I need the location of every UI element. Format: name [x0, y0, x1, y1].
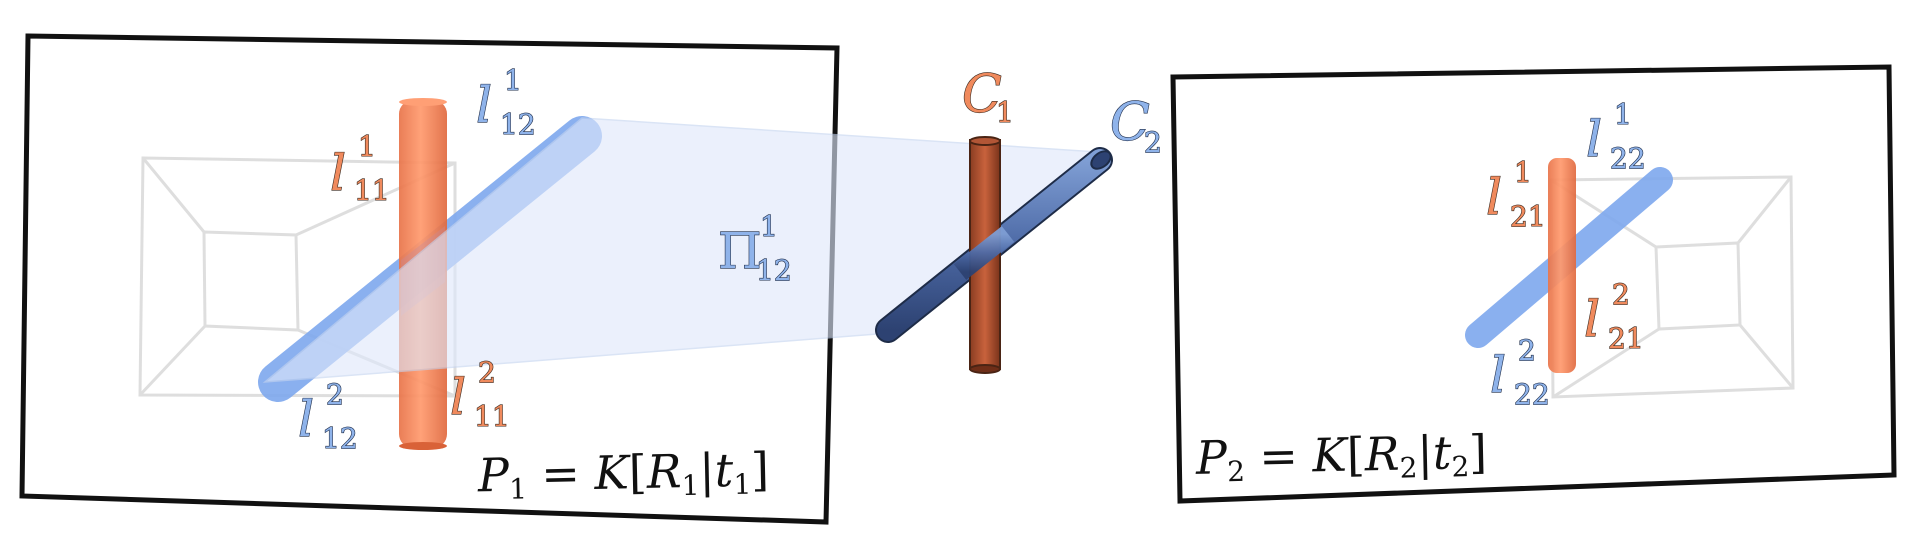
- svg-text:l: l: [298, 390, 314, 448]
- svg-text:12: 12: [756, 254, 792, 287]
- svg-text:2: 2: [478, 356, 496, 389]
- svg-text:2: 2: [1518, 334, 1536, 367]
- svg-text:1: 1: [1614, 98, 1632, 131]
- svg-text:21: 21: [1510, 200, 1546, 233]
- line-segment-l21: [1548, 158, 1576, 373]
- svg-text:1: 1: [1514, 156, 1532, 189]
- label-c2: C 2: [1109, 92, 1162, 159]
- svg-text:Π: Π: [718, 222, 762, 280]
- svg-text:l: l: [1490, 346, 1506, 404]
- space-line-c2-front: [953, 226, 1015, 280]
- label-l12-1: l 1 12: [475, 63, 536, 141]
- svg-text:l: l: [330, 144, 346, 202]
- svg-text:12: 12: [500, 108, 536, 141]
- label-l11-2: l 2 11: [449, 355, 510, 433]
- svg-text:2: 2: [326, 378, 344, 411]
- svg-text:22: 22: [1610, 142, 1646, 175]
- svg-text:1: 1: [504, 64, 522, 97]
- svg-text:2: 2: [1144, 126, 1162, 159]
- label-l22-2: l 2 22: [1489, 333, 1550, 411]
- label-l11-1: l 1 11: [329, 129, 390, 207]
- projection-matrix-p2: P2 = K[R2|t2]: [1194, 425, 1487, 489]
- svg-text:l: l: [450, 368, 466, 426]
- svg-text:l: l: [1584, 290, 1600, 348]
- svg-text:P1 = K[R1|t1]: P1 = K[R1|t1]: [476, 442, 769, 506]
- projection-matrix-p1: P1 = K[R1|t1]: [476, 442, 769, 506]
- svg-text:11: 11: [474, 400, 510, 433]
- svg-text:1: 1: [358, 130, 376, 163]
- svg-text:1: 1: [760, 210, 778, 243]
- label-c1: C 1: [961, 64, 1014, 129]
- label-l12-2: l 2 12: [297, 377, 358, 455]
- label-pi12-1: Π 1 12: [717, 209, 792, 287]
- svg-text:l: l: [1586, 110, 1602, 168]
- svg-text:1: 1: [996, 96, 1014, 129]
- svg-text:l: l: [476, 76, 492, 134]
- image-plane-2: [1170, 64, 1897, 504]
- svg-text:11: 11: [354, 174, 390, 207]
- room-wireframe-1: [138, 156, 457, 398]
- svg-text:C: C: [962, 65, 1002, 125]
- svg-text:C: C: [1110, 93, 1150, 153]
- label-l21-2: l 2 21: [1583, 277, 1644, 355]
- svg-text:l: l: [1486, 168, 1502, 226]
- label-l21-1: l 1 21: [1485, 155, 1546, 233]
- svg-text:2: 2: [1612, 278, 1630, 311]
- svg-text:12: 12: [322, 422, 358, 455]
- svg-text:22: 22: [1514, 378, 1550, 411]
- svg-text:21: 21: [1608, 322, 1644, 355]
- label-l22-1: l 1 22: [1585, 97, 1646, 175]
- svg-text:P2 = K[R2|t2]: P2 = K[R2|t2]: [1194, 425, 1487, 489]
